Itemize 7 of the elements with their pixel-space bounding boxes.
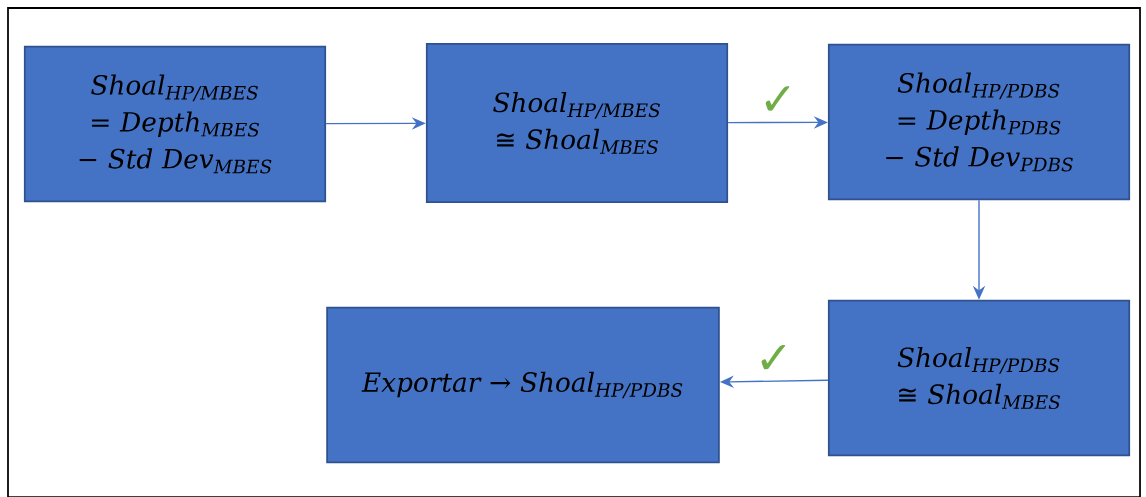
check-mark: ✓ [757, 84, 799, 117]
process-box: Exportar → Shoal$_{HP/PDBS}$ [326, 306, 720, 464]
process-box: Shoal$_{HP/PDBS}$ ≅ Shoal$_{MBES}$ [827, 299, 1131, 457]
process-box: Shoal$_{HP/MBES}$ = Depth$_{MBES}$ − Std Dev$_{MBES}$ [23, 45, 327, 203]
process-box: Shoal$_{HP/MBES}$ ≅ Shoal$_{MBES}$ [425, 43, 729, 203]
process-box: Shoal$_{HP/PDBS}$ = Depth$_{PDBS}$ − Std Dev$_{PDBS}$ [827, 43, 1131, 201]
check-mark: ✓ [752, 343, 795, 376]
